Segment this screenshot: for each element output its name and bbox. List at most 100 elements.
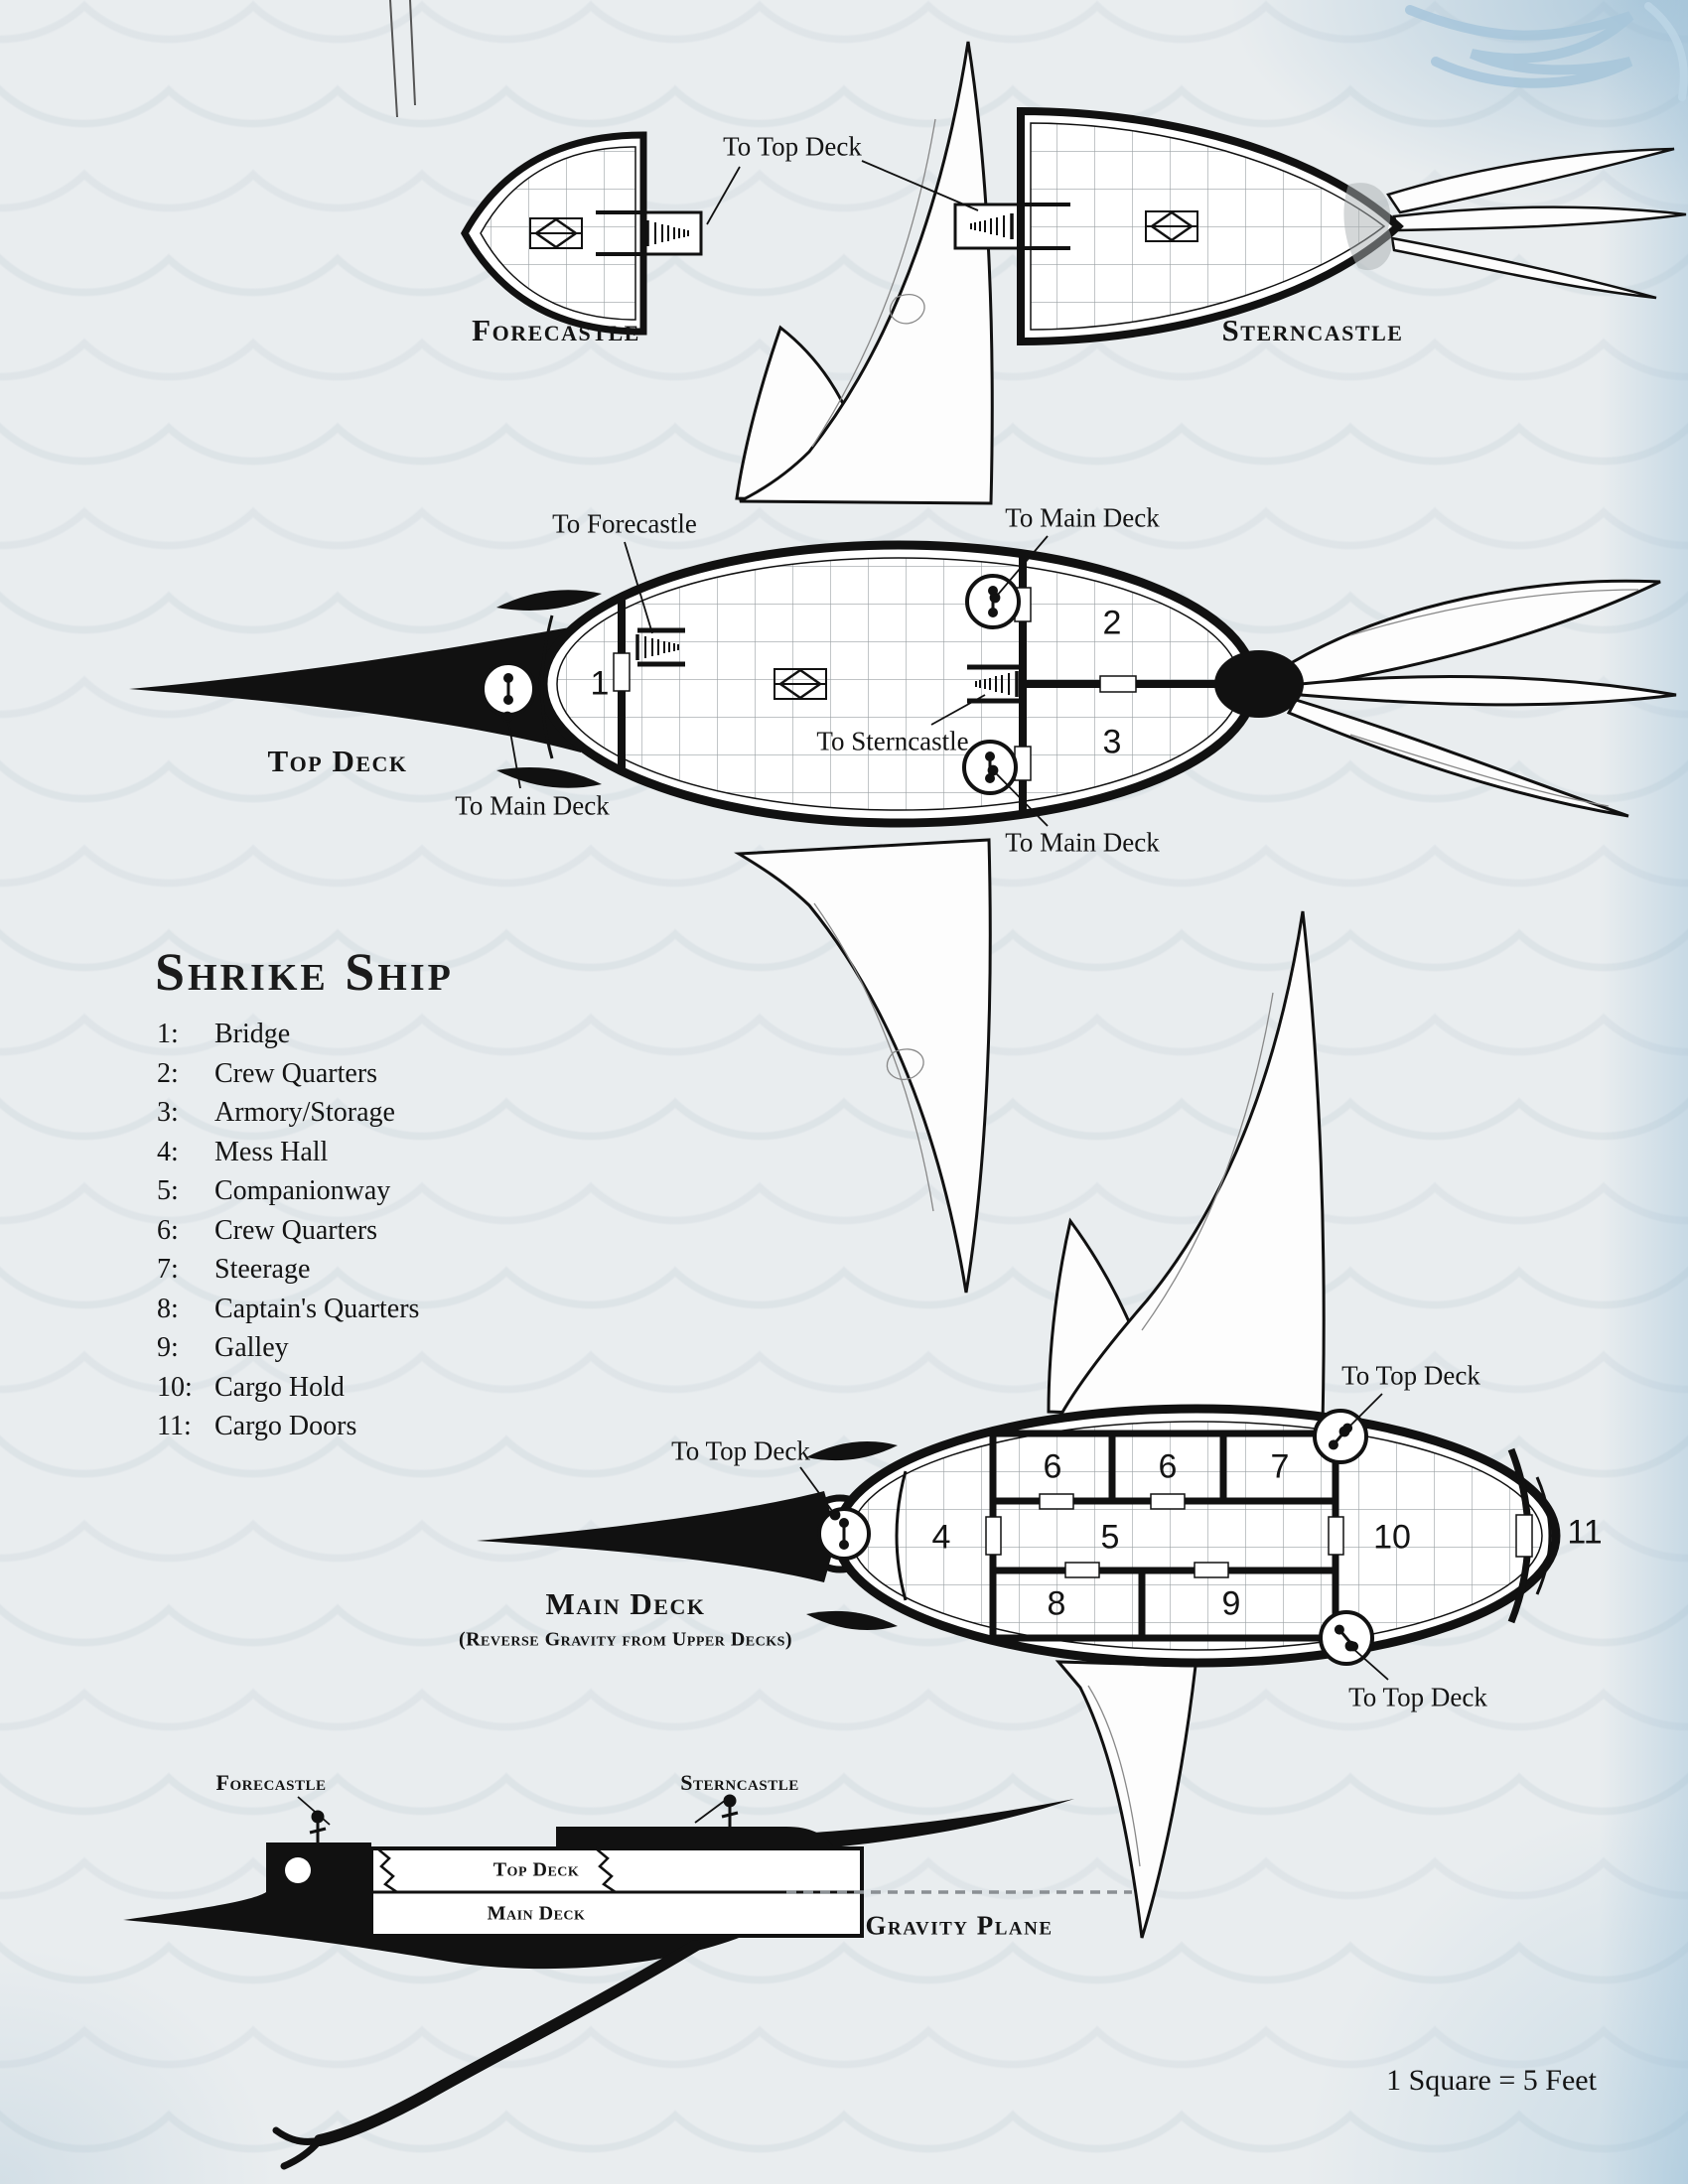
stairs-zigzag — [595, 1847, 617, 1894]
forecastle-stair-stub — [641, 210, 703, 256]
gravity-plane-label: Gravity Plane — [865, 1910, 1054, 1941]
tail-fluke — [272, 2126, 324, 2170]
door — [1039, 1493, 1074, 1510]
top-sails — [735, 41, 994, 505]
side-profile — [123, 1794, 1132, 2170]
legend-item-label: Crew Quarters — [214, 1057, 378, 1089]
annotation-to-main-deck-bow: To Main Deck — [455, 790, 610, 821]
legend-item: 7:Steerage — [157, 1250, 574, 1290]
top-deck-label: Top Deck — [267, 744, 408, 778]
main-deck-note: (Reverse Gravity from Upper Decks) — [458, 1628, 793, 1651]
forecastle-plan — [461, 131, 703, 336]
legend-item-number: 5: — [157, 1175, 179, 1206]
tail-hook — [314, 1940, 701, 2146]
profile-sterncastle-label: Sterncastle — [680, 1770, 799, 1795]
room-label-8: 8 — [1047, 1584, 1066, 1623]
sterncastle-texture — [1343, 183, 1392, 271]
room-label-10: 10 — [1373, 1518, 1411, 1557]
bowsprit-spike — [129, 625, 593, 752]
legend-item-number: 9: — [157, 1332, 179, 1363]
forecastle-label: Forecastle — [472, 313, 640, 347]
legend-item-number: 11: — [157, 1411, 192, 1441]
tail-fins — [1286, 579, 1677, 818]
door — [613, 652, 631, 692]
legend-item-label: Cargo Doors — [214, 1411, 357, 1441]
sterncastle-plumes — [1386, 147, 1687, 300]
annotation-to-forecastle: To Forecastle — [552, 508, 697, 539]
bow-vestibule-wall — [895, 1470, 908, 1601]
legend-item-number: 2: — [157, 1057, 179, 1089]
legend-item-label: Cargo Hold — [214, 1371, 345, 1403]
room-label-2: 2 — [1102, 604, 1122, 642]
room-label-11: 11 — [1567, 1513, 1603, 1552]
room-label-6b: 6 — [1158, 1447, 1178, 1486]
room-label-6a: 6 — [1043, 1447, 1062, 1486]
legend-item-number: 8: — [157, 1293, 179, 1324]
stern-cone — [1214, 650, 1304, 718]
legend: 1:Bridge 2:Crew Quarters 3:Armory/Storag… — [157, 1015, 574, 1446]
legend-item-number: 4: — [157, 1136, 179, 1167]
door — [1064, 1562, 1100, 1578]
annotation-to-top-deck-bottom: To Top Deck — [1348, 1682, 1487, 1712]
legend-item-number: 6: — [157, 1214, 179, 1246]
room-label-4: 4 — [931, 1518, 951, 1557]
annotation-to-sterncastle: To Sterncastle — [816, 726, 969, 756]
annotation-to-main-deck-lower: To Main Deck — [1005, 827, 1160, 858]
sterncastle-plan — [953, 106, 1687, 346]
legend-item: 1: Bridge — [157, 1015, 574, 1054]
wing-root-bottom — [806, 1610, 898, 1630]
profile-top-deck-label: Top Deck — [492, 1858, 580, 1881]
door — [1099, 675, 1137, 693]
legend-item: 10: Cargo Hold — [157, 1368, 574, 1408]
legend-item-label: Companionway — [214, 1175, 391, 1206]
main-deck-sails — [1047, 910, 1326, 1939]
bow-vestibule-wall — [540, 614, 554, 759]
door — [1150, 1493, 1186, 1510]
room-label-7: 7 — [1270, 1447, 1290, 1486]
room-label-5: 5 — [1100, 1518, 1120, 1557]
profile-main-deck-label: Main Deck — [487, 1902, 586, 1925]
wing-root-bottom — [496, 767, 602, 788]
annotation-to-top-deck-castles: To Top Deck — [723, 131, 862, 162]
door — [1515, 1514, 1533, 1558]
door — [1328, 1516, 1344, 1556]
legend-item-number: 7: — [157, 1254, 179, 1285]
legend-item-label: Captain's Quarters — [214, 1293, 420, 1324]
legend-item-number: 10: — [157, 1371, 193, 1403]
room-label-1: 1 — [590, 664, 610, 703]
leader-lines — [297, 160, 1389, 1826]
legend-item-label: Crew Quarters — [214, 1214, 378, 1246]
door — [1194, 1562, 1229, 1578]
annotation-to-main-deck-upper: To Main Deck — [1005, 502, 1160, 533]
legend-item: 4:Mess Hall — [157, 1133, 574, 1172]
legend-item: 11: Cargo Doors — [157, 1407, 574, 1446]
sterncastle-label: Sterncastle — [1221, 313, 1404, 347]
legend-item-label: Bridge — [214, 1019, 291, 1049]
sterncastle-grid — [1030, 122, 1386, 331]
annotation-to-top-deck-right: To Top Deck — [1341, 1360, 1480, 1391]
legend-item-number: 1: — [157, 1019, 179, 1049]
legend-item-label: Galley — [214, 1332, 289, 1363]
legend-item: 8: Captain's Quarters — [157, 1290, 574, 1329]
legend-item-label: Armory/Storage — [214, 1097, 395, 1128]
sail-main-upper — [1057, 910, 1326, 1424]
wing-root-top — [806, 1441, 898, 1461]
crew-figure — [309, 1810, 327, 1843]
annotation-to-top-deck-left: To Top Deck — [671, 1435, 810, 1466]
top-deck-lower-sail — [734, 838, 992, 1294]
cargo-door-wall-inner — [1535, 1476, 1552, 1595]
bowsprit-spike — [477, 1491, 837, 1582]
top-deck-plan — [129, 540, 1677, 828]
legend-item: 5: Companionway — [157, 1171, 574, 1211]
decorative-swirl-icon — [1405, 2, 1688, 101]
main-deck-plan — [477, 1404, 1561, 1668]
page-title: Shrike Ship — [155, 942, 454, 1002]
room-label-9: 9 — [1221, 1584, 1241, 1623]
room-label-3: 3 — [1102, 723, 1122, 761]
rigging-lines — [389, 0, 416, 118]
door — [985, 1516, 1002, 1556]
legend-item: 9: Galley — [157, 1328, 574, 1368]
wing-root-top — [496, 590, 602, 611]
